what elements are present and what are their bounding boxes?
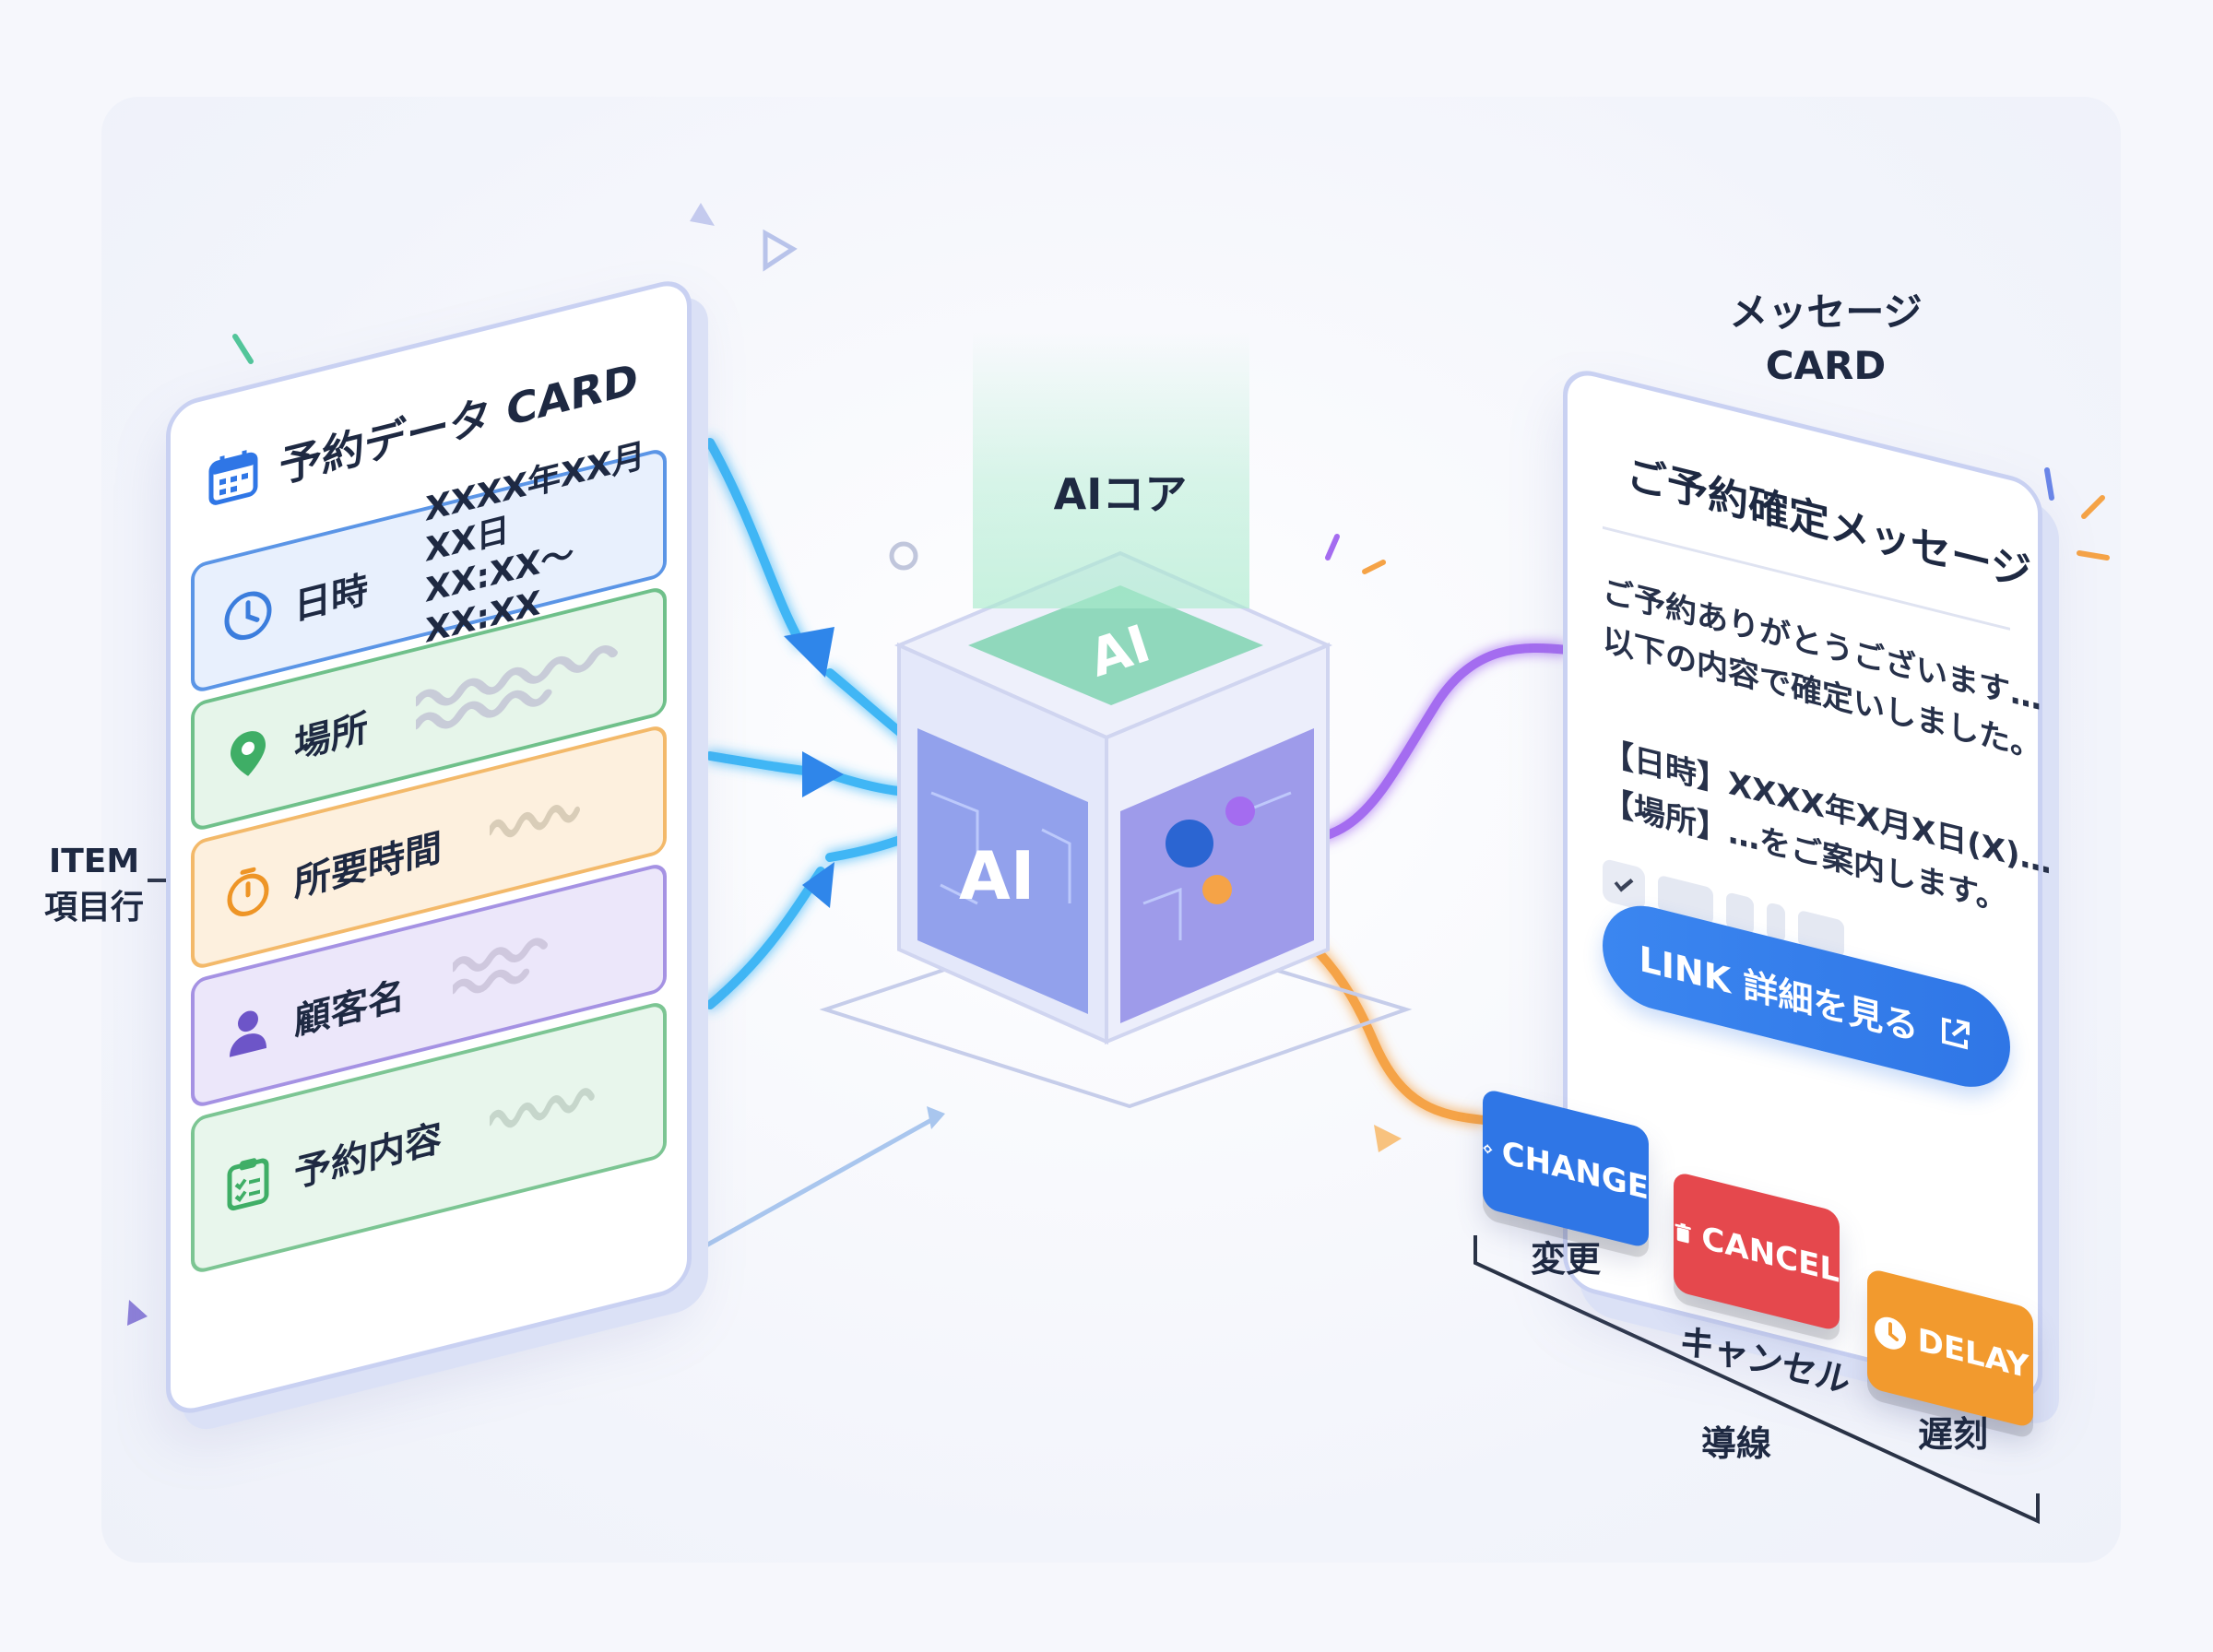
change-button[interactable]: CHANGE xyxy=(1483,1088,1649,1249)
trash-icon xyxy=(1675,1222,1691,1244)
cancel-button-label: CANCEL xyxy=(1701,1219,1840,1291)
row-reservation-content: 予約内容 xyxy=(191,999,667,1276)
row-place-label: 場所 xyxy=(294,706,368,768)
row-duration-label: 所要時間 xyxy=(294,826,442,906)
clipboard-checklist-icon xyxy=(227,1158,269,1211)
actions-bracket-label: 導線 xyxy=(1701,1423,1772,1464)
placeholder-scribble xyxy=(453,938,548,995)
message-checkbox-row xyxy=(1603,857,1844,961)
delay-caption: 遅刻 xyxy=(1918,1414,1989,1455)
link-details-label: LINK 詳細を見る xyxy=(1639,938,1919,1048)
row-customer-label: 顧客名 xyxy=(294,974,405,1044)
row-datetime: 日時 XXXX年XX月XX日 XX:XX〜XX:XX xyxy=(191,436,667,695)
row-content-label: 予約内容 xyxy=(294,1116,442,1197)
message-card-header: メッセージ CARD xyxy=(1687,286,1964,393)
item-label-line2: 項目行 xyxy=(43,889,144,926)
row-customer: 顧客名 xyxy=(191,861,667,1110)
placeholder-scribble xyxy=(490,805,580,838)
message-card-header-line2: CARD xyxy=(1765,343,1887,388)
item-label-line1: ITEM xyxy=(48,843,140,880)
row-place: 場所 xyxy=(191,584,667,833)
change-caption: 変更 xyxy=(1531,1239,1602,1280)
change-button-label: CHANGE xyxy=(1501,1134,1649,1208)
external-link-icon xyxy=(1942,1017,1970,1050)
gear-icon xyxy=(1483,1144,1493,1154)
link-details-button[interactable]: LINK 詳細を見る xyxy=(1603,894,2010,1098)
placeholder-scribble xyxy=(416,645,618,730)
message-card-header-line1: メッセージ xyxy=(1729,289,1923,335)
input-arrows xyxy=(705,438,936,1009)
delay-button[interactable]: DELAY xyxy=(1867,1268,2033,1429)
map-pin-icon xyxy=(231,731,266,776)
ai-core-light-beam xyxy=(973,332,1249,608)
placeholder-scribble xyxy=(490,1088,595,1128)
message-checkbox[interactable] xyxy=(1603,857,1645,912)
calendar-icon xyxy=(208,450,258,505)
reservation-data-card-wrap: 予約データ CARD 日時 XXXX年XX月XX日 XX:XX〜XX:XX 場所 xyxy=(166,267,710,1420)
reservation-data-card: 予約データ CARD 日時 XXXX年XX月XX日 XX:XX〜XX:XX 場所 xyxy=(166,274,692,1420)
decoration-confetti xyxy=(127,203,2110,1326)
message-card: ご予約確定メッセージ ご予約ありがとうございます… 以下の内容で確定いしました。… xyxy=(1563,364,2052,1406)
checkmark-icon xyxy=(1614,878,1634,892)
item-bracket-label: ITEM 項目行 xyxy=(30,839,159,931)
ai-core-label: AIコア xyxy=(1053,469,1188,519)
cancel-button[interactable]: CANCEL xyxy=(1674,1171,1840,1332)
reservation-card-header: 予約データ CARD xyxy=(207,324,659,529)
delay-button-label: DELAY xyxy=(1917,1321,2030,1386)
stopwatch-icon xyxy=(227,867,269,916)
user-icon xyxy=(230,1010,266,1057)
clock-icon xyxy=(224,591,272,641)
ai-core-side-text: AI xyxy=(959,837,1035,914)
row-datetime-label: 日時 xyxy=(294,568,368,630)
row-duration: 所要時間 xyxy=(191,723,667,972)
clock-icon xyxy=(1874,1316,1906,1350)
